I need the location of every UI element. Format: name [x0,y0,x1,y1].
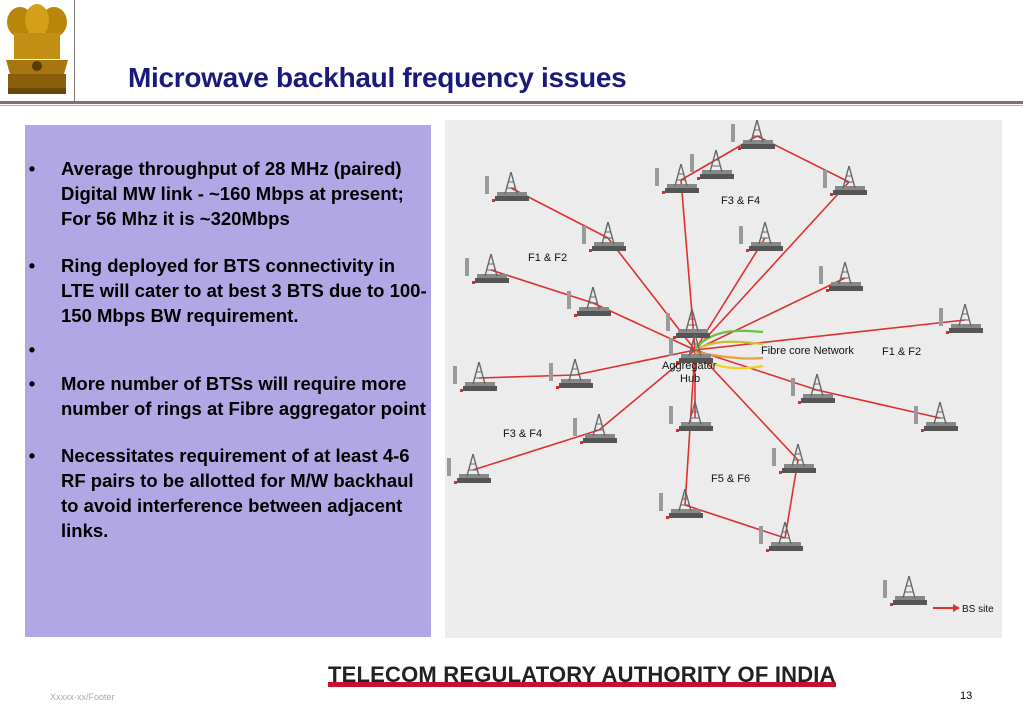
bs-site-icon [739,221,783,252]
bullet-panel: •Average throughput of 28 MHz (paired) D… [25,125,431,637]
bs-site-icon [772,443,816,474]
microwave-link [816,389,941,419]
page-number: 13 [960,690,973,702]
bullet-dot: • [28,373,36,394]
bullet-dot: • [28,255,36,276]
microwave-link [574,349,696,376]
microwave-link [592,302,696,351]
footer-text: Xxxxx-xx/Footer [50,692,115,702]
bullet-item: •Necessitates requirement of at least 4-… [25,443,431,543]
network-diagram-svg: F3 & F4 F1 & F2 Fibre core Network F1 & … [445,120,1002,638]
aggregator-hub-icon [669,333,713,364]
title-rule-thin [0,105,1023,106]
bullet-dot: • [28,339,36,360]
hub-label-line2: Hub [680,373,700,385]
fibre-line [694,340,764,351]
bullet-dot: • [28,445,36,466]
legend-arrow [933,604,960,612]
footer-brand: TELECOM REGULATORY AUTHORITY OF INDIA [328,662,836,687]
fibre-core-label: Fibre core Network [761,345,854,357]
freq-label-f3f4-bottom: F3 & F4 [503,428,542,440]
bs-site-icon [655,163,699,194]
microwave-link [694,181,850,351]
title-rule [0,101,1023,104]
bullet-item: •Average throughput of 28 MHz (paired) D… [25,156,431,231]
bs-site-icon [731,120,775,150]
bullet-item: •Ring deployed for BTS connectivity in L… [25,253,431,328]
microwave-link [472,429,600,471]
brand-underline [328,682,836,687]
bs-site-icon [659,488,703,519]
logo-divider [74,0,75,102]
bullet-list: •Average throughput of 28 MHz (paired) D… [25,156,431,565]
bs-site-icon [453,361,497,392]
bs-site-icon [914,401,958,432]
bullet-dot: • [28,158,36,179]
microwave-link [694,349,818,391]
hub-label-line1: Aggregator [662,360,717,372]
bs-site-icon [666,308,710,339]
bs-site-icon [690,149,734,180]
bs-site-icon [573,413,617,444]
freq-label-f1f2-right: F1 & F2 [882,346,921,358]
bs-site-icon [791,373,835,404]
bs-site-icon [465,253,509,284]
bs-site-icon [819,261,863,292]
bs-site-icon [549,358,593,389]
microwave-link [694,349,799,461]
bs-site-icon [883,575,927,606]
microwave-link [694,319,966,351]
microwave-link [490,269,594,304]
bs-site-icon [939,303,983,334]
legend-label: BS site [962,604,994,615]
network-diagram: F3 & F4 F1 & F2 Fibre core Network F1 & … [445,120,1002,638]
bullet-item-empty: • [25,337,431,362]
freq-label-f3f4-top: F3 & F4 [721,195,760,207]
microwave-link [680,179,696,351]
bs-site-icon [485,171,529,202]
bs-site-icon [567,286,611,317]
freq-label-f5f6: F5 & F6 [711,473,750,485]
fibre-line [694,350,764,360]
bs-site-icon [669,401,713,432]
microwave-link [694,277,846,351]
national-emblem-logo [0,0,74,100]
freq-label-f1f2-left: F1 & F2 [528,252,567,264]
microwave-link [478,374,576,379]
bs-site-icon [759,521,803,552]
bullet-item: •More number of BTSs will require more n… [25,371,431,421]
bs-site-icon [447,453,491,484]
bs-site-icon [823,165,867,196]
fibre-line [694,329,764,349]
slide-title: Microwave backhaul frequency issues [128,62,627,93]
bs-site-icon [582,221,626,252]
microwave-link [684,504,786,539]
